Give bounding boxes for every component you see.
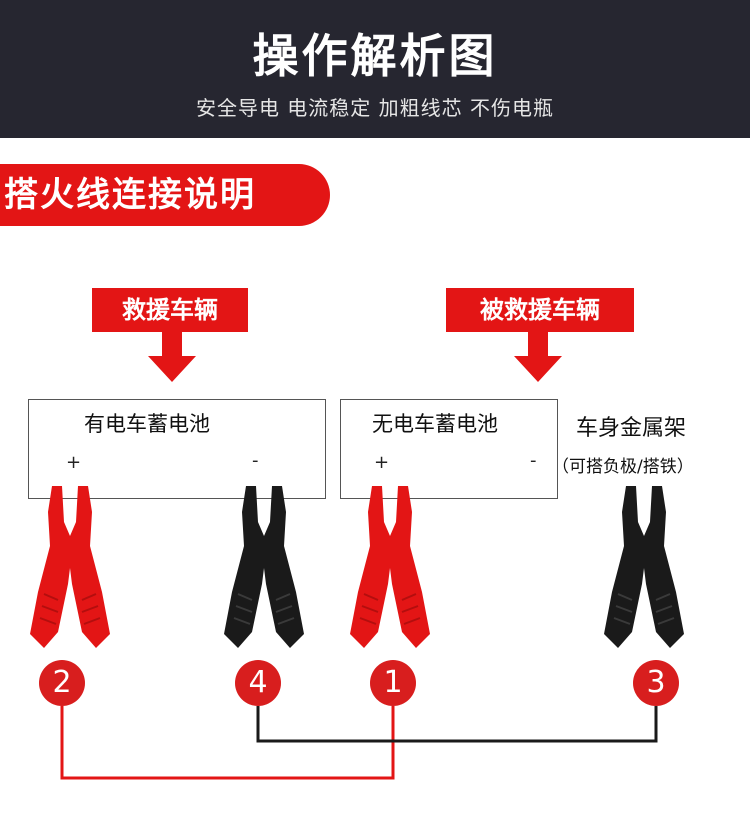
step-number: 3 [633, 660, 679, 706]
red-clamp-icon [350, 486, 430, 648]
section-title: 搭火线连接说明 [0, 164, 330, 226]
battery-dead-box [340, 399, 558, 499]
header-subtitle: 安全导电 电流稳定 加粗线芯 不伤电瓶 [195, 96, 555, 120]
step-number: 1 [370, 660, 416, 706]
down-arrow-icon [148, 332, 196, 382]
red-clamp-icon [30, 486, 110, 648]
step-number: 4 [235, 660, 281, 706]
rescued-vehicle-label: 被救援车辆 [446, 288, 634, 332]
ground-note: （可搭负极/搭铁） [552, 457, 694, 477]
step-number: 2 [39, 660, 85, 706]
black-wire [256, 706, 658, 743]
header-title: 操作解析图 [252, 29, 498, 83]
black-clamp-icon [224, 486, 304, 648]
battery-dead-plus: + [374, 452, 390, 473]
ground-title: 车身金属架 [576, 416, 687, 441]
black-clamp-icon [604, 486, 684, 648]
battery-good-title: 有电车蓄电池 [84, 412, 210, 436]
battery-good-minus: - [252, 450, 259, 471]
battery-good-plus: + [66, 452, 82, 473]
battery-good-box [28, 399, 326, 499]
battery-dead-title: 无电车蓄电池 [372, 412, 498, 436]
down-arrow-icon [514, 332, 562, 382]
rescue-vehicle-label: 救援车辆 [92, 288, 248, 332]
header-banner: 操作解析图 安全导电 电流稳定 加粗线芯 不伤电瓶 [0, 0, 750, 138]
battery-dead-minus: - [530, 450, 537, 471]
